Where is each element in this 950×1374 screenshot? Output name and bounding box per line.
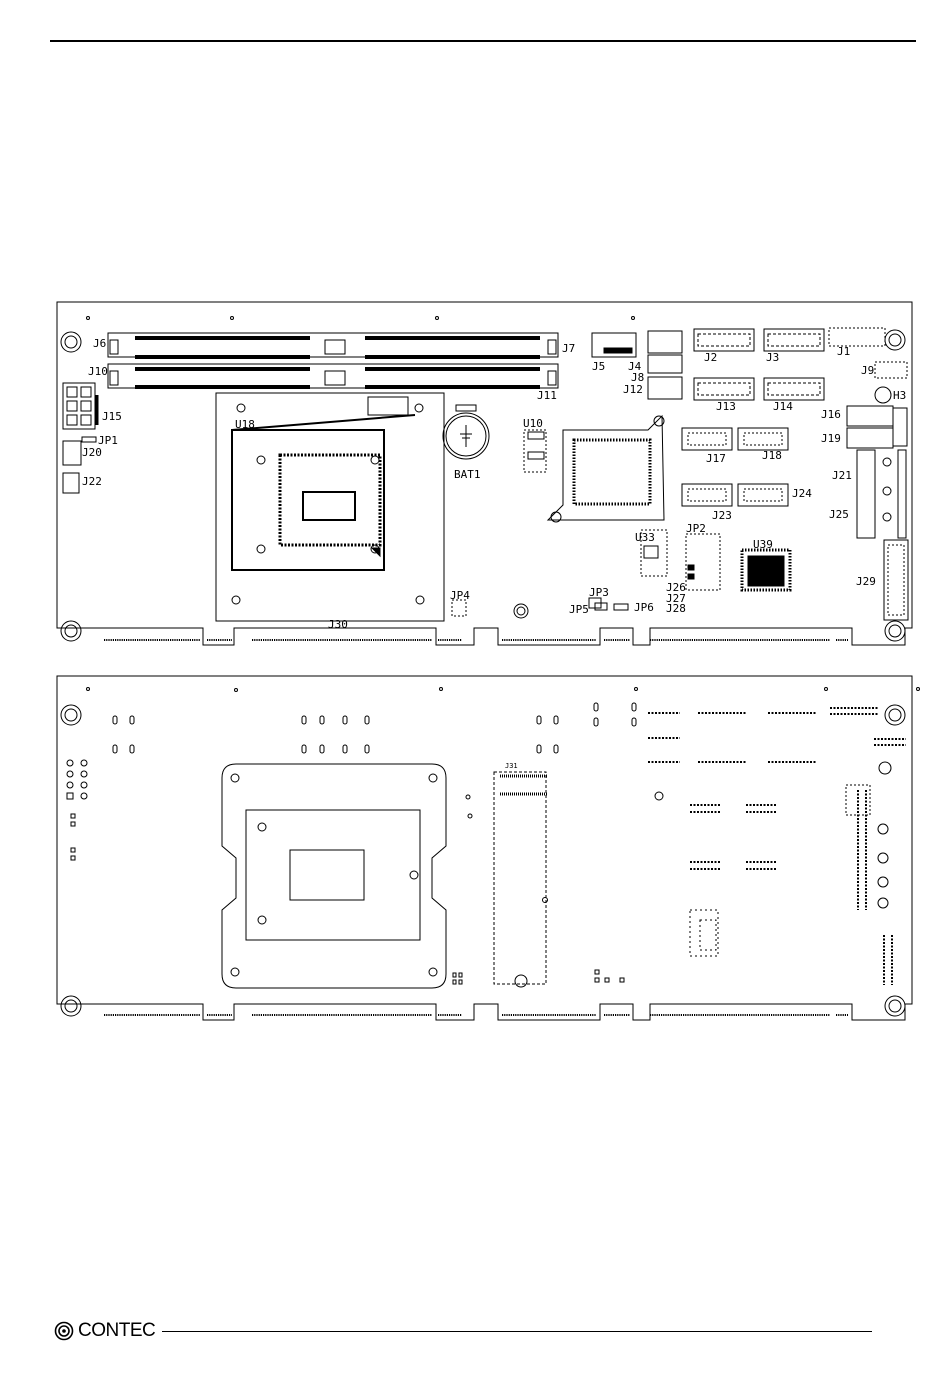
header-pins: [688, 433, 782, 501]
dimm-slots: [108, 333, 558, 388]
bottom-board-outline: [57, 676, 912, 1020]
label-j18: J18: [762, 449, 782, 462]
connector-j20: [63, 441, 81, 465]
label-jp4: JP4: [450, 589, 470, 602]
label-j2: J2: [704, 351, 717, 364]
label-j5: J5: [592, 360, 605, 373]
connector-j8: [648, 355, 682, 373]
label-jp3: JP3: [589, 586, 609, 599]
jumper-jp4: [452, 600, 466, 616]
pin-rows: [648, 708, 906, 985]
label-j6: J6: [93, 337, 106, 350]
misc-pads: [71, 795, 624, 984]
connector-rear: [898, 450, 906, 538]
jumper-jp2: [686, 534, 720, 590]
label-j17: J17: [706, 452, 726, 465]
label-j30: J30: [328, 618, 348, 631]
chipset-pch: [548, 416, 664, 522]
label-j12: J12: [623, 383, 643, 396]
jumper-jp1: [82, 437, 96, 442]
contec-logo: CONTEC: [54, 1319, 155, 1343]
contec-logo-icon: [54, 1321, 74, 1341]
header-j24: [738, 484, 788, 506]
mounting-hole-bottom: [61, 688, 920, 1017]
battery-bat1: [443, 405, 489, 459]
header-j18: [738, 428, 788, 450]
top-board: [57, 302, 912, 645]
label-j7: J7: [562, 342, 575, 355]
label-u18: U18: [235, 418, 255, 431]
connector-j22: [63, 473, 79, 493]
footer-rule: [162, 1331, 872, 1332]
label-j31: J31: [505, 762, 518, 770]
label-j15: J15: [102, 410, 122, 423]
connector-j19: [847, 428, 893, 448]
connector-j4: [648, 331, 682, 353]
label-u39: U39: [753, 538, 773, 551]
label-j22: J22: [82, 475, 102, 488]
connector-j21-j25: [857, 450, 875, 538]
pads: [113, 703, 636, 753]
label-j14: J14: [773, 400, 793, 413]
label-u33: U33: [635, 531, 655, 544]
label-j25: J25: [829, 508, 849, 521]
label-jp6: JP6: [634, 601, 654, 614]
mounting-hole: [61, 317, 905, 642]
jumper-jp6: [614, 604, 628, 610]
label-h3: H3: [893, 389, 906, 402]
bottom-board-labels: J31: [505, 762, 518, 770]
header-j14: [764, 378, 824, 400]
connector-j16: [847, 406, 893, 426]
label-j10: J10: [88, 365, 108, 378]
label-jp2: JP2: [686, 522, 706, 535]
mounting-hole-h3: [875, 387, 891, 403]
header-j23: [682, 484, 732, 506]
power-connector-j15: [63, 383, 97, 429]
label-j3: J3: [766, 351, 779, 364]
label-j29: J29: [856, 575, 876, 588]
label-j20: J20: [82, 446, 102, 459]
cpu-backplate: [222, 764, 446, 988]
m2-slot-j31: [494, 772, 548, 984]
label-j13: J13: [716, 400, 736, 413]
header-j1: [829, 328, 885, 346]
header-j2: [694, 329, 754, 351]
label-j1: J1: [837, 345, 850, 358]
bottom-board: [57, 676, 920, 1020]
label-u10: U10: [523, 417, 543, 430]
label-j16: J16: [821, 408, 841, 421]
top-board-outline: [57, 302, 912, 645]
header-j13: [694, 378, 754, 400]
header-j3: [764, 329, 824, 351]
chip-u10: [524, 430, 546, 472]
header-j17: [682, 428, 732, 450]
power-pads: [67, 760, 87, 799]
brand-name: CONTEC: [78, 1320, 155, 1342]
connector-j12: [648, 377, 682, 399]
label-bat1: BAT1: [454, 468, 481, 481]
label-j24: J24: [792, 487, 812, 500]
pad-grid: [690, 910, 718, 956]
label-jp5: JP5: [569, 603, 589, 616]
connector-j5: [592, 333, 636, 357]
label-j23: J23: [712, 509, 732, 522]
label-j9: J9: [861, 364, 874, 377]
chip-u39: [742, 550, 790, 590]
label-j19: J19: [821, 432, 841, 445]
label-j11: J11: [537, 389, 557, 402]
header-j9: [875, 362, 907, 378]
label-j28: J28: [666, 602, 686, 615]
rear-port: [893, 408, 907, 446]
label-j21: J21: [832, 469, 852, 482]
chip-u33-body: [644, 546, 658, 558]
